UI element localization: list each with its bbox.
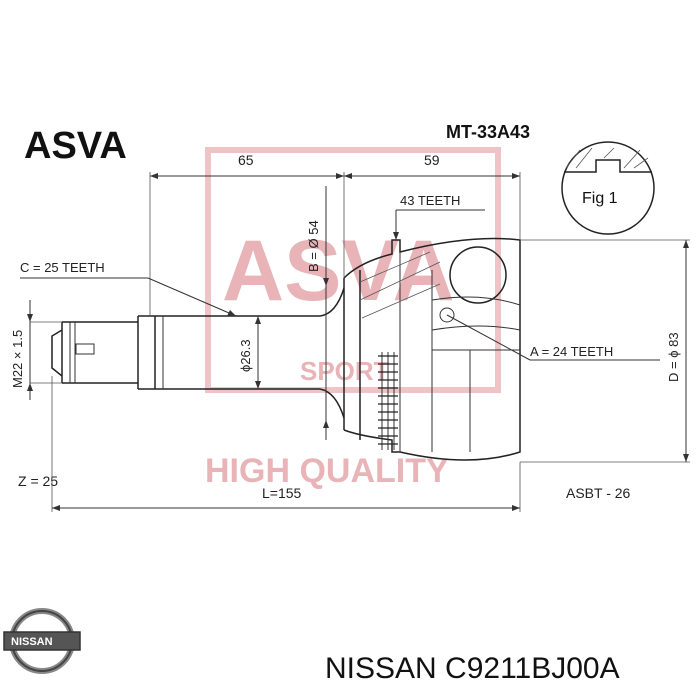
- abs-ring-teeth: [378, 355, 398, 445]
- dim-b-diameter: B = Ø 54: [306, 186, 329, 440]
- d-diameter-label: D = ϕ 83: [666, 332, 681, 382]
- thread-label: M22 × 1.5: [10, 330, 25, 388]
- asbt-label: ASBT - 26: [566, 485, 631, 501]
- c-teeth-label: C = 25 TEETH: [20, 260, 105, 275]
- watermark-tagline: HIGH QUALITY: [205, 452, 449, 490]
- dim-d-diameter: D = ϕ 83: [520, 239, 690, 463]
- fig1-label: Fig 1: [582, 190, 618, 207]
- ball-upper: [449, 246, 507, 304]
- a-teeth-label: A = 24 TEETH: [530, 344, 613, 359]
- watermark-sub: SPORT: [300, 356, 390, 386]
- watermark-logo: ASVA: [222, 223, 455, 319]
- dim-length-left: 65: [238, 152, 254, 168]
- dim-length-right: 59: [424, 152, 440, 168]
- dim-shaft-diameter: ϕ26.3: [238, 316, 261, 389]
- shaft: [51, 287, 345, 419]
- outer-teeth-label: 43 TEETH: [400, 193, 460, 208]
- part-number: MT-33A43: [446, 122, 530, 142]
- shaft-diameter-label: ϕ26.3: [238, 339, 253, 372]
- footer-caption: NISSAN C9211BJ00A: [325, 652, 620, 685]
- watermark-frame: [205, 147, 501, 393]
- dim-c-teeth: C = 25 TEETH: [20, 260, 237, 317]
- fig1-inset: Fig 1: [561, 141, 655, 235]
- dim-lengths: 65 59: [149, 152, 521, 316]
- b-diameter-label: B = Ø 54: [306, 220, 321, 272]
- dim-total-length: L=155: [51, 376, 521, 512]
- brand-title: ASVA: [24, 125, 127, 167]
- dim-thread: M22 × 1.5: [10, 300, 62, 400]
- ball-lower: [439, 307, 455, 323]
- z-label: Z = 25: [18, 473, 58, 489]
- total-length-label: L=155: [262, 485, 302, 501]
- dim-a-teeth: A = 24 TEETH: [446, 314, 660, 361]
- dim-outer-teeth: 43 TEETH: [393, 193, 485, 240]
- nissan-logo: NISSAN: [3, 608, 81, 674]
- nissan-logo-text: NISSAN: [11, 636, 53, 648]
